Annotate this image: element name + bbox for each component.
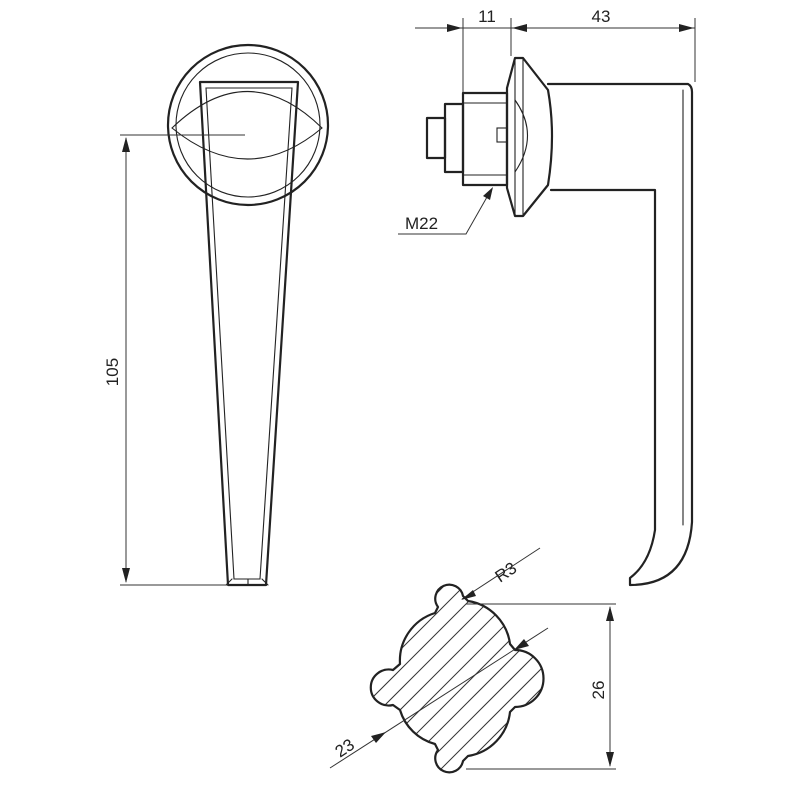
dimension-reach-label: 43 bbox=[592, 7, 611, 26]
rosette-outer bbox=[166, 43, 330, 207]
dimension-length: 105 bbox=[103, 134, 245, 586]
lever-front-outline bbox=[198, 80, 300, 587]
arrow-head bbox=[483, 187, 493, 200]
dimension-top: 11 43 bbox=[415, 7, 696, 92]
rosette-inner bbox=[175, 52, 321, 198]
arrow-head bbox=[679, 24, 694, 32]
front-view bbox=[166, 43, 330, 587]
arrow-head bbox=[606, 606, 614, 621]
diameter-label: 23 bbox=[332, 735, 358, 761]
dimension-section-height: 26 bbox=[466, 603, 616, 770]
arrow-head bbox=[512, 24, 527, 32]
thread-label: M22 bbox=[405, 214, 438, 233]
arrow-head bbox=[447, 24, 462, 32]
boss-curve bbox=[171, 90, 323, 160]
retaining-pin bbox=[496, 127, 508, 143]
side-view bbox=[425, 56, 694, 587]
section-height-label: 26 bbox=[589, 681, 608, 700]
thread-callout: M22 bbox=[398, 187, 493, 235]
dimension-diameter: 23 bbox=[329, 627, 549, 769]
radius-callout: R3 bbox=[461, 547, 541, 600]
arrow-head bbox=[514, 639, 529, 650]
arrow-head bbox=[606, 752, 614, 767]
spindle-collar bbox=[443, 102, 465, 174]
lever-front-chamfer bbox=[205, 87, 293, 580]
arrow-head bbox=[371, 732, 386, 743]
rosette-flange bbox=[505, 56, 554, 218]
threaded-body bbox=[461, 91, 509, 187]
radius-label: R3 bbox=[492, 558, 521, 586]
arrow-head bbox=[461, 590, 476, 600]
section-outline bbox=[369, 583, 545, 774]
arrow-head bbox=[122, 568, 130, 583]
arrow-head bbox=[122, 137, 130, 152]
lever-side-outline bbox=[546, 82, 694, 587]
dimension-shank-label: 11 bbox=[478, 7, 496, 26]
dimension-length-label: 105 bbox=[103, 358, 122, 386]
spindle-tip bbox=[425, 116, 447, 160]
